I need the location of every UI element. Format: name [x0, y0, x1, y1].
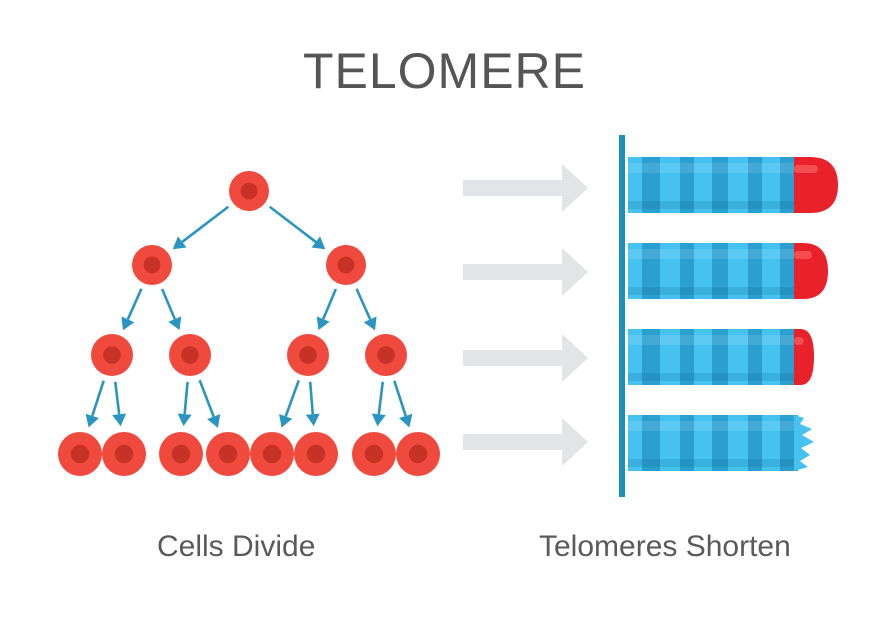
division-arrow-icon	[198, 379, 221, 428]
division-arrow-icon	[316, 288, 338, 331]
process-arrows	[463, 164, 588, 466]
division-arrow-icon	[85, 380, 105, 428]
telomere-cap	[794, 329, 814, 385]
division-arrows	[85, 205, 413, 428]
division-arrow-icon	[121, 288, 143, 331]
division-arrow-icon	[268, 205, 326, 250]
right-arrow-icon	[463, 164, 588, 212]
cell-icon	[287, 334, 329, 376]
division-arrow-icon	[112, 381, 127, 427]
right-arrow-icon	[463, 334, 588, 382]
cell-icon	[169, 334, 211, 376]
right-arrow-icon	[463, 418, 588, 466]
telomere-cap	[794, 243, 828, 299]
telomere-cap	[794, 157, 838, 213]
division-arrow-icon	[371, 381, 386, 427]
chromosome-stack	[619, 135, 838, 497]
division-arrow-icon	[355, 288, 377, 331]
cells-divide-label: Cells Divide	[157, 530, 316, 563]
page-title: TELOMERE	[302, 43, 587, 99]
cell-icon	[58, 432, 102, 476]
division-arrow-icon	[393, 380, 413, 428]
cell-icon	[326, 245, 366, 285]
cell-icon	[294, 432, 338, 476]
cell-icon	[159, 432, 203, 476]
telomeres-shorten-label: Telomeres Shorten	[539, 530, 791, 563]
chromosome-icon	[628, 157, 838, 213]
cell-icon	[206, 432, 250, 476]
frayed-end	[794, 415, 814, 471]
chromosome-icon	[628, 329, 814, 385]
chromosome-icon	[628, 415, 814, 471]
division-arrow-icon	[279, 379, 300, 428]
chromosome-axis	[619, 135, 625, 497]
chromosome-icon	[628, 243, 828, 299]
cell-icon	[102, 432, 146, 476]
division-arrow-icon	[172, 205, 230, 250]
cell-icon	[365, 334, 407, 376]
cell-division-tree	[58, 171, 440, 476]
right-arrow-icon	[463, 248, 588, 296]
division-arrow-icon	[177, 381, 192, 427]
cell-icon	[91, 334, 133, 376]
division-arrow-icon	[160, 288, 182, 331]
cell-icon	[229, 171, 269, 211]
cell-icon	[396, 432, 440, 476]
cell-icon	[132, 245, 172, 285]
cell-icon	[352, 432, 396, 476]
division-arrow-icon	[305, 381, 320, 427]
cell-icon	[250, 432, 294, 476]
